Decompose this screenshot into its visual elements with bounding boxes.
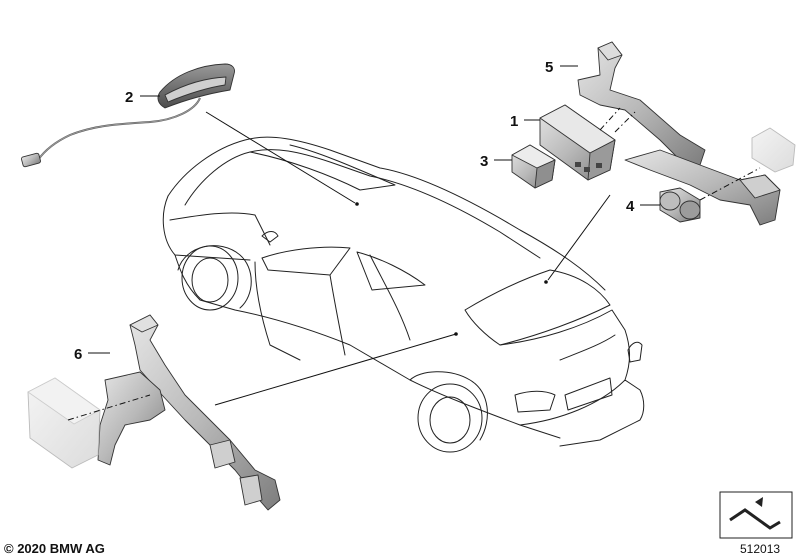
leader-lines [88,65,660,406]
callout-4: 4 [626,198,635,215]
diagram-type-icon [719,491,793,539]
control-unit-part [539,104,616,181]
callout-6: 6 [74,346,82,363]
module-part-3 [511,144,556,189]
document-number: 512013 [740,542,780,556]
copyright-text: © 2020 BMW AG [4,541,105,556]
reference-points [355,202,548,336]
connector-part-4 [659,187,701,223]
bracket-part-5 [577,41,781,226]
vehicle-outline [162,136,645,453]
roof-antenna-part [21,63,235,168]
callout-5: 5 [545,59,553,76]
callout-1: 1 [510,113,518,130]
assembly-lines [67,107,761,421]
callout-3: 3 [480,153,488,170]
faded-module-left [27,377,101,469]
bracket-part-6 [97,314,281,511]
callout-2: 2 [125,89,133,106]
faded-module-right [751,127,796,173]
